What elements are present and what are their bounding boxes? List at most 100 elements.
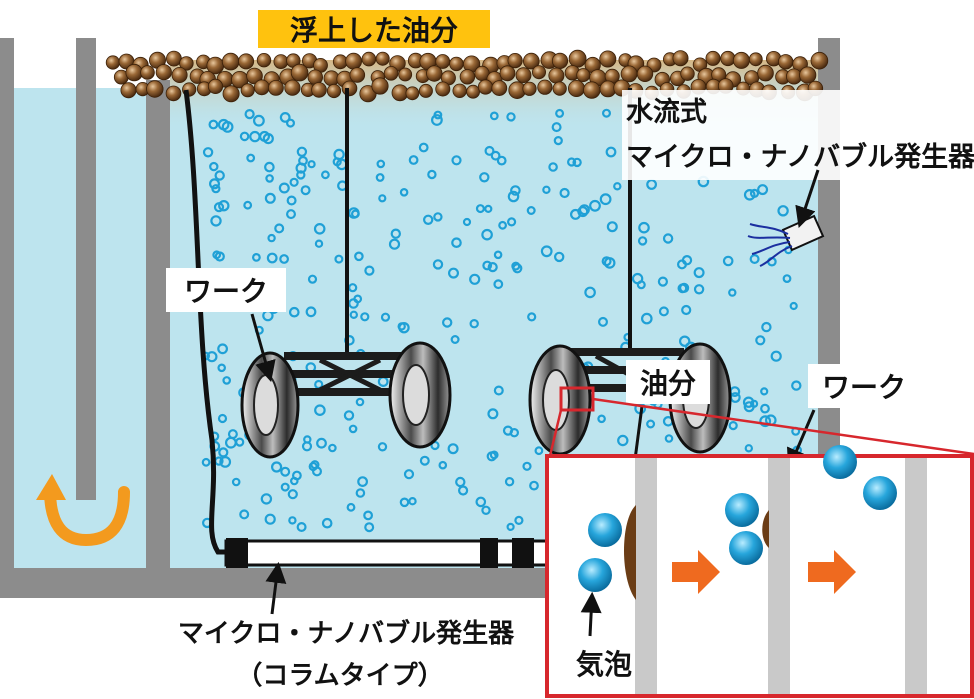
oil-droplet [499, 65, 516, 82]
work-pieces [240, 341, 732, 459]
process-arrow-icon-1 [672, 550, 720, 594]
micro-bubble [210, 215, 222, 227]
micro-bubble [251, 252, 261, 262]
oil-droplet [146, 80, 164, 98]
micro-bubble [448, 267, 460, 279]
oil-droplet [568, 80, 586, 98]
oil-droplet [140, 65, 155, 80]
micro-bubble [390, 228, 401, 239]
inset-bubble [725, 493, 759, 527]
oil-droplet [435, 81, 451, 97]
oil-droplet [680, 66, 695, 81]
micro-bubble [313, 223, 326, 235]
floating-oil-label: 浮上した油分 [290, 14, 458, 47]
inset-bubble [729, 531, 763, 565]
oil-droplet [477, 79, 494, 95]
inset-bubble [863, 476, 897, 510]
oil-droplet [551, 52, 569, 70]
micro-bubble [759, 415, 772, 428]
bubble-pointer-arrow [580, 591, 602, 637]
micro-bubble [559, 187, 570, 199]
micro-bubble [298, 155, 308, 166]
micro-bubble [770, 350, 782, 362]
micro-bubble [243, 200, 253, 210]
floating-oil-label-bg [258, 10, 490, 48]
micro-bubble [296, 521, 307, 532]
micro-bubble [749, 254, 760, 265]
micro-bubble [239, 509, 250, 520]
micro-bubble [617, 434, 629, 447]
work-label-left-bg [166, 268, 286, 312]
oil-droplet [636, 65, 654, 83]
micro-bubble [646, 419, 656, 429]
micro-bubble [469, 319, 479, 329]
micro-bubble [679, 335, 691, 347]
tank-left-wall [146, 80, 170, 580]
micro-bubble [638, 221, 650, 234]
micro-bubble [431, 114, 443, 126]
micro-bubble [265, 174, 274, 183]
micro-bubble [512, 263, 523, 274]
oil-droplet [452, 83, 467, 99]
micro-bubble [760, 403, 770, 414]
micro-bubble [202, 147, 214, 158]
oil-droplet [568, 49, 587, 68]
micro-bubble [380, 312, 391, 322]
oil-droplet [459, 69, 476, 85]
micro-bubble [214, 170, 225, 181]
micro-bubble [321, 517, 333, 529]
micro-bubble [506, 112, 516, 122]
oil-droplet [757, 64, 774, 82]
micro-bubble [782, 274, 792, 284]
bubble-label: 気泡 [576, 648, 632, 681]
oil-droplet [179, 56, 194, 71]
hose [183, 89, 228, 555]
micro-bubble [259, 130, 271, 142]
micro-bubble [288, 306, 300, 318]
micro-bubble [493, 279, 504, 290]
micro-bubble [354, 251, 364, 262]
oil-droplet [537, 79, 553, 95]
micro-bubble [349, 310, 358, 319]
micro-bubble [244, 108, 255, 120]
micro-bubble [289, 177, 299, 187]
micro-bubble [777, 205, 789, 217]
micro-bubble [376, 159, 386, 169]
oil-label-bg [626, 360, 710, 404]
micro-bubble [510, 185, 521, 196]
micro-bubble [274, 223, 285, 234]
micro-bubble [681, 304, 692, 316]
work-label-right: ワーク [822, 371, 906, 404]
micro-bubble [447, 443, 459, 455]
micro-bubble [328, 443, 337, 453]
micro-bubble [267, 233, 276, 243]
oil-droplet [548, 67, 565, 84]
micro-bubble [399, 188, 409, 197]
micro-bubble [280, 466, 291, 477]
micro-bubble [312, 466, 323, 477]
micro-bubble [351, 209, 360, 219]
micro-bubble [534, 446, 544, 456]
oil-deposit-small [762, 510, 769, 548]
micro-bubble [303, 435, 312, 444]
oil-droplet [221, 52, 240, 71]
micro-bubble [217, 413, 228, 424]
oil-droplet [532, 65, 547, 80]
micro-bubble [222, 376, 232, 385]
micro-bubble [551, 122, 562, 133]
micro-bubble [658, 306, 669, 317]
micro-bubble [664, 434, 674, 443]
oil-droplet [732, 51, 750, 69]
oil-droplet [522, 52, 540, 70]
micro-bubble [286, 195, 297, 206]
micro-bubble [264, 161, 275, 173]
column-joint [480, 538, 498, 568]
inset-frame [545, 454, 974, 698]
micro-bubble [640, 312, 653, 325]
micro-bubble [289, 476, 299, 486]
micro-bubble [408, 497, 417, 506]
oil-droplet [418, 83, 433, 98]
micro-bubble [749, 188, 760, 198]
micro-bubble [526, 206, 536, 216]
process-arrow-icon-2 [808, 550, 856, 594]
